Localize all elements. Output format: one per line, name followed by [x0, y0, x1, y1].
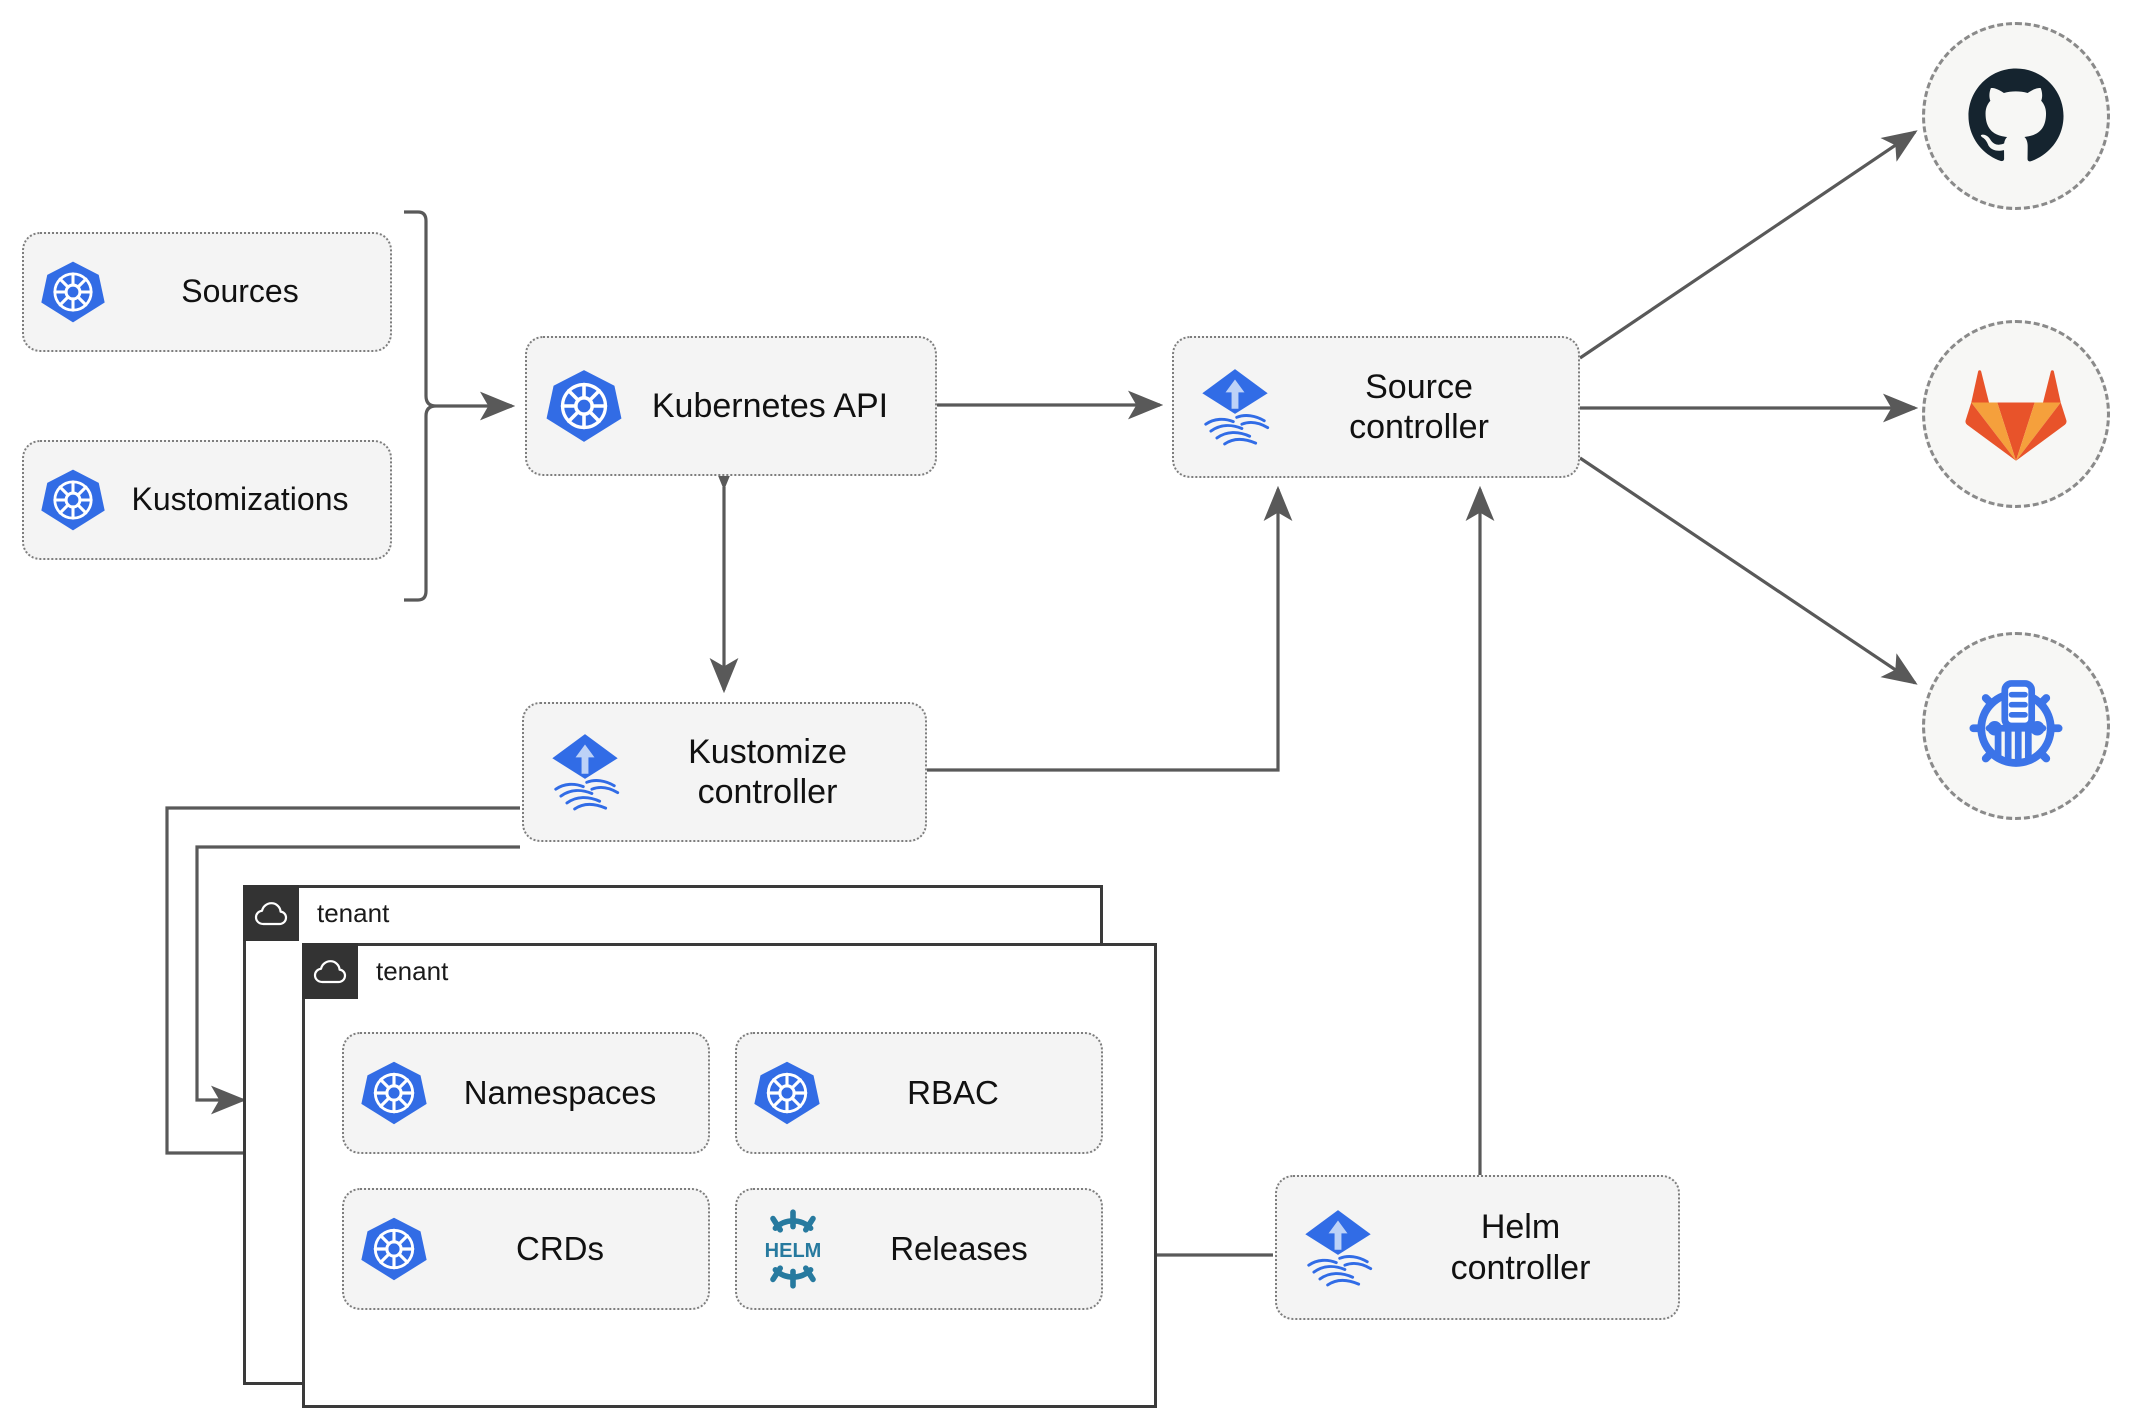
node-releases[interactable]: HELM Releases — [735, 1188, 1103, 1310]
tenant-header-front: tenant — [302, 943, 448, 999]
group-bracket — [404, 210, 437, 602]
node-kustomizations[interactable]: Kustomizations — [22, 440, 392, 560]
node-kustomize-controller[interactable]: Kustomize controller — [522, 702, 927, 842]
node-label: Kustomize controller — [688, 732, 847, 811]
tenant-label-back: tenant — [317, 897, 390, 928]
tenant-header-back: tenant — [243, 885, 389, 941]
node-helm-controller[interactable]: Helm controller — [1275, 1175, 1680, 1320]
tenant-panel-front — [302, 943, 1157, 1408]
node-crds[interactable]: CRDs — [342, 1188, 710, 1310]
cloud-icon — [302, 943, 358, 999]
node-label: Sources — [181, 273, 299, 310]
kubernetes-icon — [360, 1215, 428, 1283]
flux-icon — [1295, 1205, 1381, 1291]
node-sources[interactable]: Sources — [22, 232, 392, 352]
github-icon — [1968, 68, 2064, 162]
flux-icon — [1192, 364, 1278, 450]
gitlab-icon — [1965, 370, 2067, 461]
provider-helm-repository[interactable] — [1922, 632, 2110, 820]
node-label: CRDs — [516, 1229, 604, 1267]
node-kubernetes-api[interactable]: Kubernetes API — [525, 336, 937, 476]
node-label: Source controller — [1349, 367, 1489, 446]
tenant-label-front: tenant — [376, 955, 449, 986]
flux-icon — [542, 729, 628, 815]
node-label: RBAC — [907, 1073, 999, 1111]
node-label: Releases — [890, 1229, 1028, 1267]
edge-kustomize-source — [927, 485, 1293, 772]
cloud-icon — [243, 885, 299, 941]
kubernetes-icon — [753, 1059, 821, 1127]
edge-source-github — [1579, 130, 1918, 360]
node-namespaces[interactable]: Namespaces — [342, 1032, 710, 1154]
kubernetes-icon — [40, 467, 106, 533]
node-label: Helm controller — [1450, 1208, 1591, 1287]
node-label: Kustomizations — [131, 481, 349, 518]
node-label: Namespaces — [463, 1073, 657, 1111]
helm-icon: HELM — [753, 1209, 833, 1289]
node-rbac[interactable]: RBAC — [735, 1032, 1103, 1154]
edge-source-helmrepo — [1579, 456, 1918, 685]
kubernetes-icon — [360, 1059, 428, 1127]
provider-github[interactable] — [1922, 22, 2110, 210]
kubernetes-icon — [545, 367, 623, 445]
helm-repository-icon — [1969, 680, 2063, 767]
node-label: Kubernetes API — [651, 386, 889, 425]
node-source-controller[interactable]: Source controller — [1172, 336, 1580, 478]
kubernetes-icon — [40, 259, 106, 325]
svg-text:HELM: HELM — [765, 1240, 822, 1262]
provider-gitlab[interactable] — [1922, 320, 2110, 508]
